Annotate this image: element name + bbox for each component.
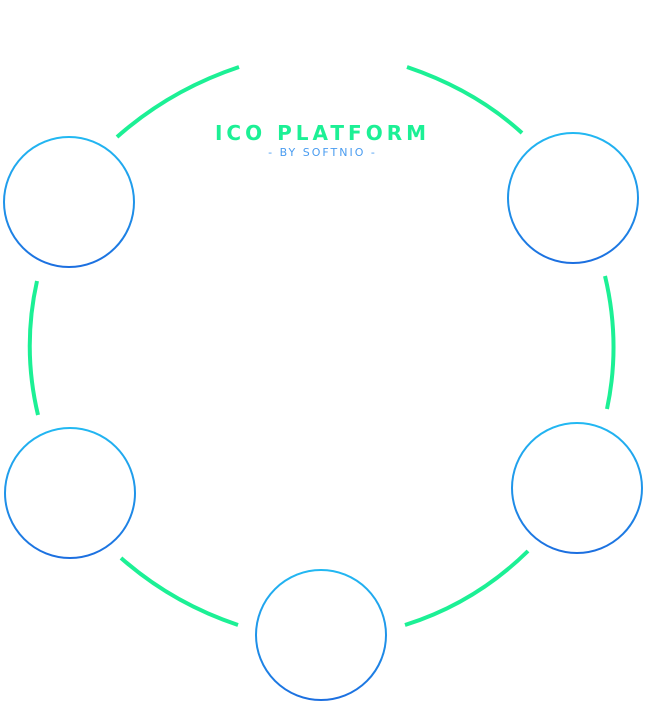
ring-arc-bottom-left (119, 556, 239, 627)
ring-arcs (27, 65, 616, 627)
node-top-left (3, 136, 135, 268)
ring-arc-top-right (406, 65, 524, 135)
node-middle-left (4, 427, 136, 559)
title: ICO PLATFORM (214, 121, 431, 145)
ring-arc-top-left (115, 65, 240, 139)
subtitle: - BY SOFTNIO - (268, 146, 377, 159)
ring-arc-bottom-right (404, 549, 530, 627)
title-block: ICO PLATFORM - BY SOFTNIO - (0, 120, 645, 160)
node-bottom (255, 569, 387, 701)
ring-arc-right (603, 275, 616, 410)
node-top-right (507, 132, 639, 264)
node-middle-right (511, 422, 643, 554)
ring-arc-left (27, 280, 40, 416)
